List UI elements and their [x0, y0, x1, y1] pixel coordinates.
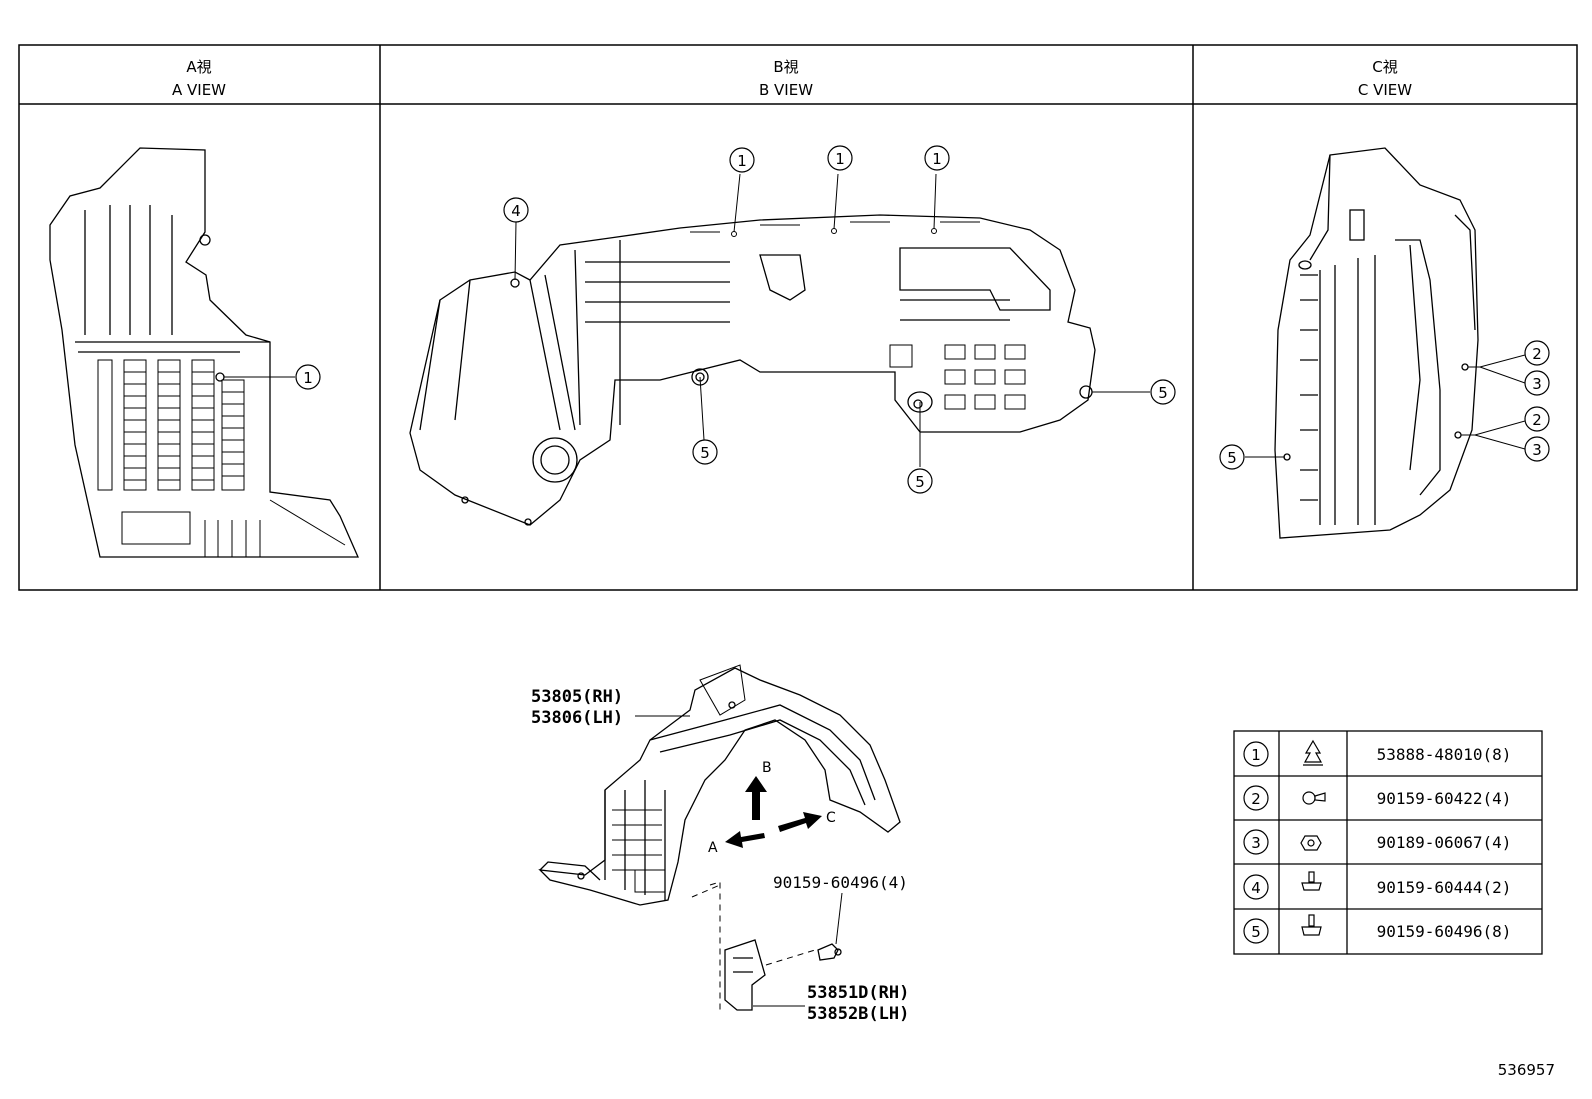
svg-text:90159-60444(2): 90159-60444(2) — [1377, 878, 1512, 897]
svg-text:3: 3 — [1251, 834, 1261, 852]
mud-shield-drawing — [691, 881, 842, 1011]
svg-text:1: 1 — [737, 152, 747, 170]
view-b-title-en: B VIEW — [759, 81, 813, 99]
svg-text:1: 1 — [1251, 746, 1261, 764]
legend-numbers: 1 2 3 4 5 — [1243, 741, 1269, 944]
fender-liner-drawing — [538, 664, 901, 906]
svg-text:2: 2 — [1532, 345, 1542, 363]
view-c-title-jp: C視 — [1372, 58, 1397, 76]
legend-icons — [1300, 739, 1326, 936]
view-c-drawing — [1274, 147, 1479, 539]
svg-text:1: 1 — [932, 150, 942, 168]
svg-text:1: 1 — [303, 369, 313, 387]
svg-text:5: 5 — [1227, 449, 1237, 467]
svg-text:4: 4 — [1251, 879, 1261, 897]
view-direction-arrows: B C A — [708, 760, 836, 856]
legend-part-numbers: 53888-48010(8) 90159-60422(4) 90189-0606… — [1377, 745, 1512, 941]
bolt-flange-icon — [1301, 914, 1322, 936]
clip-icon — [1303, 739, 1323, 766]
bolt-icon — [1301, 871, 1322, 891]
svg-text:5: 5 — [915, 473, 925, 491]
part-label-screw: 90159-60496(4) — [773, 873, 908, 892]
screw-icon — [1302, 791, 1326, 805]
svg-text:90189-06067(4): 90189-06067(4) — [1377, 833, 1512, 852]
view-a-title-jp: A視 — [186, 58, 211, 76]
svg-text:53888-48010(8): 53888-48010(8) — [1377, 745, 1512, 764]
callouts-b: 1 1 1 4 5 5 5 — [503, 145, 1176, 494]
view-a-title-en: A VIEW — [172, 81, 226, 99]
svg-text:3: 3 — [1532, 441, 1542, 459]
part-label-liner-rh: 53805(RH) — [531, 687, 623, 707]
svg-text:5: 5 — [700, 444, 710, 462]
part-label-shield-rh: 53851D(RH) — [807, 983, 909, 1003]
svg-text:90159-60422(4): 90159-60422(4) — [1377, 789, 1512, 808]
svg-text:2: 2 — [1532, 411, 1542, 429]
part-label-shield-lh: 53852B(LH) — [807, 1004, 909, 1024]
arrow-label-c: C — [826, 810, 836, 826]
view-frame — [18, 44, 1578, 591]
svg-text:2: 2 — [1251, 790, 1261, 808]
callouts-c: 2 3 2 3 5 — [1219, 340, 1550, 470]
svg-text:5: 5 — [1251, 923, 1261, 941]
view-a-drawing — [49, 147, 359, 558]
nut-icon — [1300, 835, 1322, 851]
fastener-legend-table — [1233, 730, 1543, 955]
arrow-label-a: A — [708, 840, 718, 856]
callout-1-a: 1 — [295, 364, 321, 390]
svg-text:5: 5 — [1158, 384, 1168, 402]
svg-text:1: 1 — [835, 150, 845, 168]
view-c-title-en: C VIEW — [1358, 81, 1412, 99]
view-b-drawing — [409, 214, 1096, 526]
diagram-id: 536957 — [1498, 1061, 1555, 1079]
svg-text:4: 4 — [511, 202, 521, 220]
part-label-liner-lh: 53806(LH) — [531, 708, 623, 728]
svg-text:90159-60496(8): 90159-60496(8) — [1377, 922, 1512, 941]
arrow-label-b: B — [762, 760, 772, 776]
view-b-title-jp: B視 — [773, 58, 798, 76]
svg-text:3: 3 — [1532, 375, 1542, 393]
